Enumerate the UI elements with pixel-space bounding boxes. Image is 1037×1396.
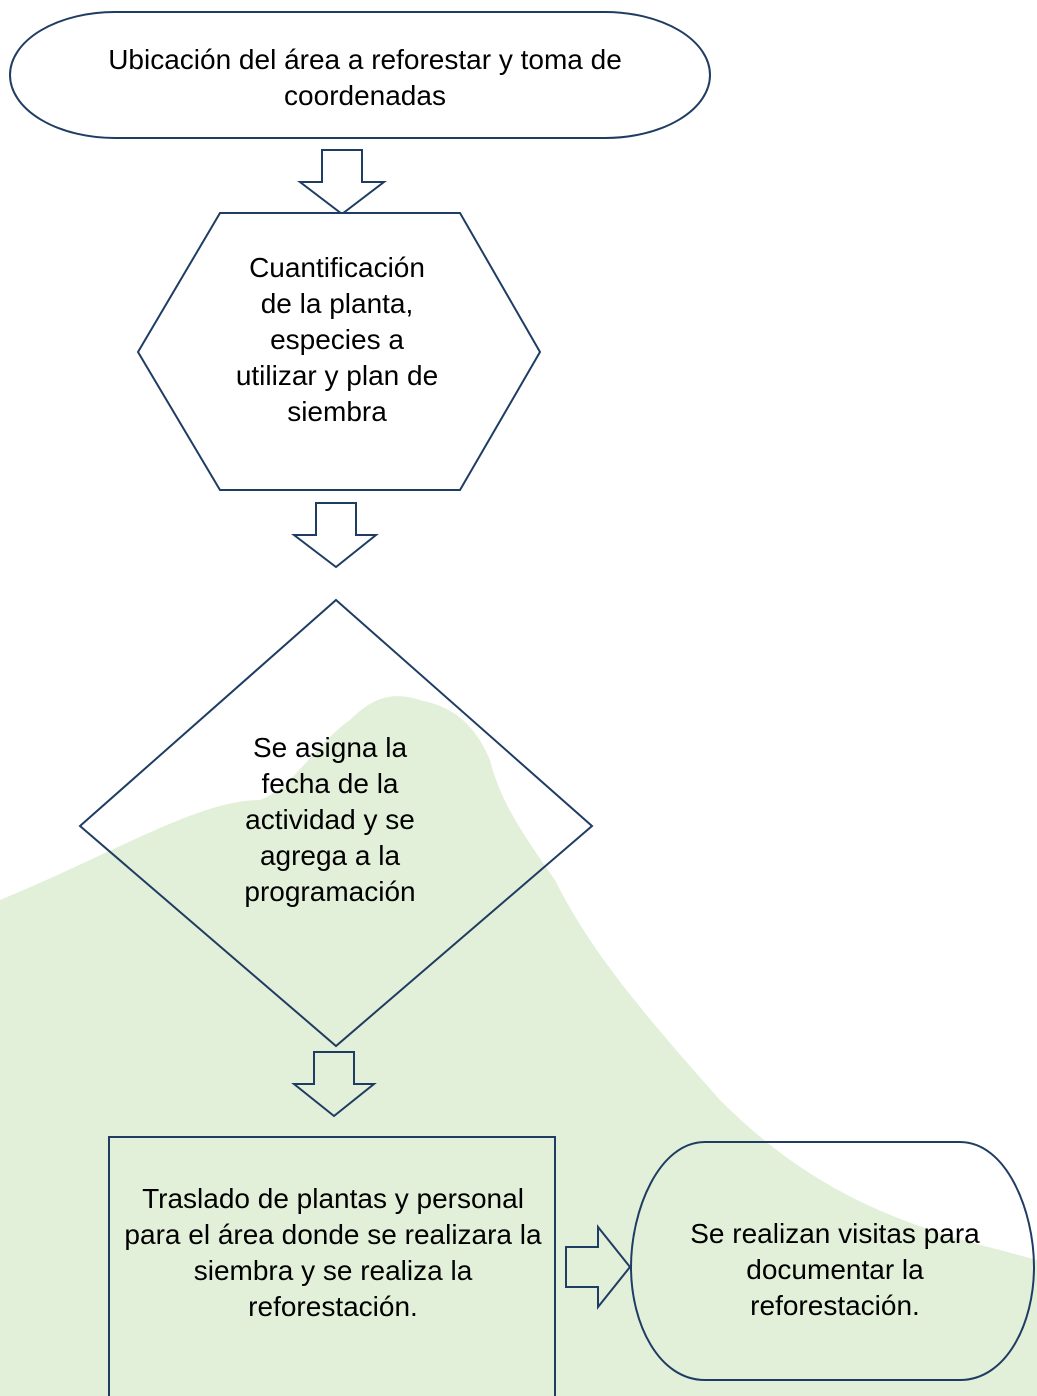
start-terminator-shape — [9, 11, 711, 139]
decision-diamond-shape — [78, 598, 594, 1048]
process-rectangle-shape — [108, 1136, 556, 1396]
down-arrow-2 — [291, 502, 379, 569]
down-arrow-1 — [297, 149, 387, 216]
right-arrow — [565, 1224, 632, 1310]
end-node-label: Se realizan visitas para documentar la r… — [690, 1218, 980, 1321]
background-hill-shape — [0, 696, 1037, 1396]
hexagon-process-shape — [136, 212, 542, 491]
schedule-step-label: Se asigna la fecha de la actividad y se … — [244, 732, 416, 907]
down-arrow-3 — [291, 1051, 377, 1118]
transport-step-label: Traslado de plantas y personal para el á… — [124, 1183, 542, 1322]
quantify-step-label: Cuantificación de la planta, especies a … — [235, 252, 439, 427]
end-terminator-shape — [629, 1141, 1036, 1381]
start-node-label: Ubicación del área a reforestar y toma d… — [108, 44, 622, 111]
